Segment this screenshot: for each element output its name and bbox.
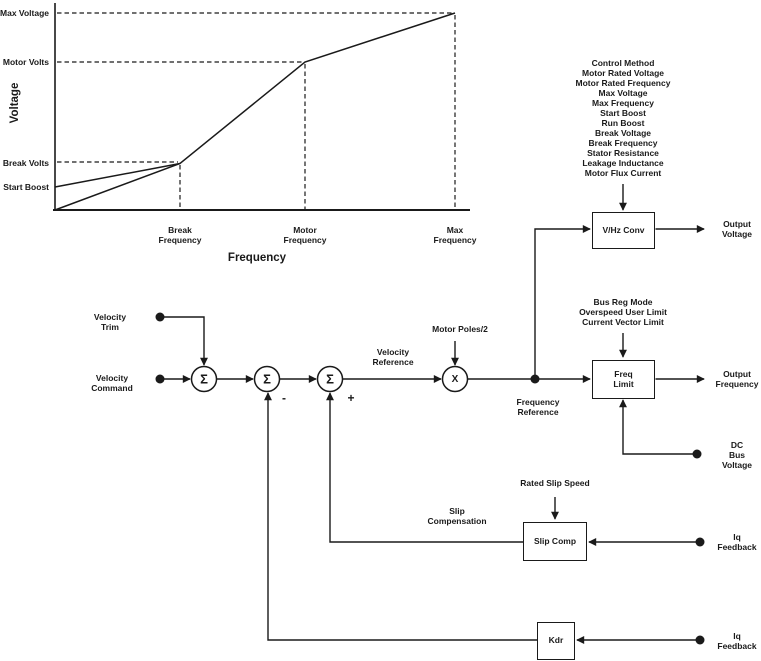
vhz-conv-feed-wire bbox=[534, 225, 591, 379]
sigma-symbol-2: Σ bbox=[263, 371, 271, 387]
frequency-reference-label: Frequency Reference bbox=[516, 397, 560, 417]
x-axis-title: Frequency bbox=[227, 252, 287, 264]
dc-bus-wire bbox=[619, 399, 697, 455]
vhz-param: Motor Rated Frequency bbox=[575, 78, 671, 88]
velocity-reference-label: Velocity Reference bbox=[372, 347, 414, 367]
vhz-param: Break Voltage bbox=[594, 128, 652, 138]
minus-sign: - bbox=[282, 391, 286, 405]
y-tick-start-boost: Start Boost bbox=[3, 182, 49, 192]
sum-junction-2 bbox=[253, 365, 281, 393]
vhz-param: Motor Rated Voltage bbox=[581, 68, 664, 78]
multiply-symbol: X bbox=[451, 374, 459, 385]
x-tick-motor-frequency: Motor Frequency bbox=[283, 225, 327, 245]
vhz-param: Control Method bbox=[591, 58, 655, 68]
motor-poles-label: Motor Poles/2 bbox=[432, 324, 488, 334]
output-frequency-label: Output Frequency bbox=[715, 369, 759, 389]
slip-compensation-label: Slip Compensation bbox=[427, 506, 487, 526]
vhz-param: Max Frequency bbox=[592, 98, 654, 108]
kdr-block: Kdr bbox=[537, 622, 575, 660]
dc-bus-node bbox=[692, 449, 702, 459]
y-tick-max-voltage: Max Voltage bbox=[0, 8, 49, 18]
vhz-conv-parameter-list: Control Method Motor Rated Voltage Motor… bbox=[576, 58, 671, 178]
vhz-param: Start Boost bbox=[600, 108, 646, 118]
vhz-conv-block: V/Hz Conv bbox=[592, 212, 655, 249]
freq-limit-param: Current Vector Limit bbox=[582, 317, 664, 327]
freq-limit-block: Freq Limit bbox=[592, 360, 655, 399]
iq-feedback-slip-node bbox=[695, 537, 705, 547]
rated-slip-speed-label: Rated Slip Speed bbox=[520, 478, 590, 488]
vhz-param: Break Frequency bbox=[588, 138, 658, 148]
signal-wires bbox=[160, 184, 705, 644]
sigma-symbol-1: Σ bbox=[200, 371, 208, 387]
vhz-param: Run Boost bbox=[601, 118, 645, 128]
slip-comp-block: Slip Comp bbox=[523, 522, 587, 561]
start-boost-line bbox=[54, 162, 181, 188]
iq-feedback-kdr-node bbox=[695, 635, 705, 645]
sum-junction-3 bbox=[316, 365, 344, 393]
y-axis-title: Voltage bbox=[9, 82, 21, 124]
velocity-command-node bbox=[155, 374, 165, 384]
plus-sign: + bbox=[347, 391, 355, 405]
x-tick-max-frequency: Max Frequency bbox=[433, 225, 477, 245]
sigma-symbol-3: Σ bbox=[326, 371, 334, 387]
vhz-param: Motor Flux Current bbox=[584, 168, 662, 178]
terminal-dots bbox=[155, 312, 705, 645]
velocity-trim-node bbox=[155, 312, 165, 322]
vhz-param: Max Voltage bbox=[598, 88, 648, 98]
freq-limit-parameter-list: Bus Reg Mode Overspeed User Limit Curren… bbox=[579, 297, 667, 327]
iq-feedback-kdr-label: Iq Feedback bbox=[717, 631, 757, 651]
kdr-out-wire bbox=[264, 392, 537, 641]
y-tick-break-volts: Break Volts bbox=[2, 158, 49, 168]
velocity-command-label: Velocity Command bbox=[91, 373, 133, 393]
y-tick-motor-volts: Motor Volts bbox=[2, 57, 49, 67]
velocity-trim-label: Velocity Trim bbox=[93, 312, 127, 332]
freq-limit-param: Overspeed User Limit bbox=[579, 307, 667, 317]
freq-limit-param: Bus Reg Mode bbox=[593, 297, 653, 307]
dc-bus-voltage-label: DC Bus Voltage bbox=[721, 440, 753, 470]
vhz-curve bbox=[54, 12, 456, 211]
sum-junction-1 bbox=[190, 365, 218, 393]
vhz-profile-chart bbox=[53, 3, 470, 211]
frequency-reference-junction bbox=[530, 374, 540, 384]
multiplier-junction bbox=[441, 365, 469, 393]
junction-circles bbox=[190, 365, 469, 393]
iq-feedback-slip-label: Iq Feedback bbox=[717, 532, 757, 552]
output-voltage-label: Output Voltage bbox=[721, 219, 753, 239]
vhz-param: Stator Resistance bbox=[587, 148, 659, 158]
vhz-param: Leakage Inductance bbox=[582, 158, 664, 168]
x-tick-break-frequency: Break Frequency bbox=[158, 225, 202, 245]
velocity-trim-wire bbox=[160, 316, 208, 366]
slip-comp-out-wire bbox=[326, 392, 523, 543]
chart-guide-lines bbox=[57, 12, 456, 210]
